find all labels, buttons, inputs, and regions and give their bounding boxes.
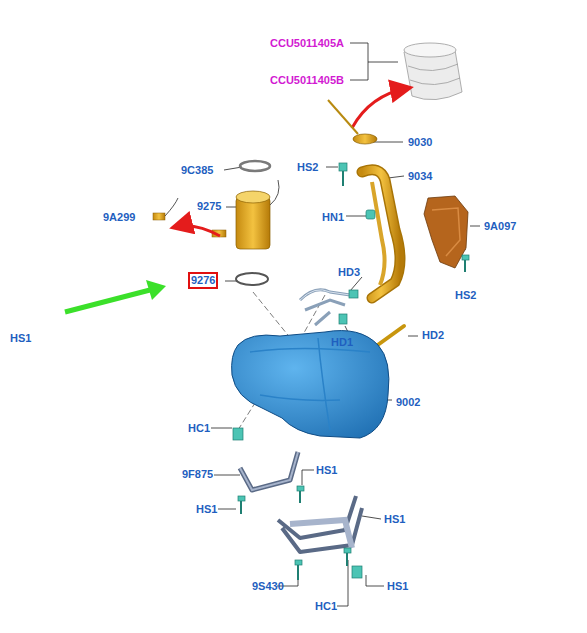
callout-number: 9030 [408,136,432,149]
callout-number: HS1 [316,464,337,477]
callout-number: HS1 [387,580,408,593]
callout-number: 9A097 [484,220,516,233]
callout-number: HC1 [315,600,337,613]
part-number: CCU5011405B [270,74,344,87]
callout-number: 9F875 [182,468,213,481]
callout-number: 9C385 [181,164,213,177]
highlighted-callout: 9276 [188,272,218,289]
callout-number: HD1 [331,336,353,349]
callout-number: 9275 [197,200,221,213]
callout-number: HS1 [384,513,405,526]
callout-number: HC1 [188,422,210,435]
callout-number: 9276 [191,274,215,287]
callout-number: HD2 [422,329,444,342]
callout-number: 9034 [408,170,432,183]
callout-number: 9002 [396,396,420,409]
callout-number: HS2 [455,289,476,302]
callout-number: HS1 [196,503,217,516]
part-number: CCU5011405A [270,37,344,50]
callout-number: HD3 [338,266,360,279]
callout-number: HS1 [10,332,31,345]
callout-number: 9S430 [252,580,284,593]
callout-number: 9A299 [103,211,135,224]
callout-number: HS2 [297,161,318,174]
callout-number: HN1 [322,211,344,224]
